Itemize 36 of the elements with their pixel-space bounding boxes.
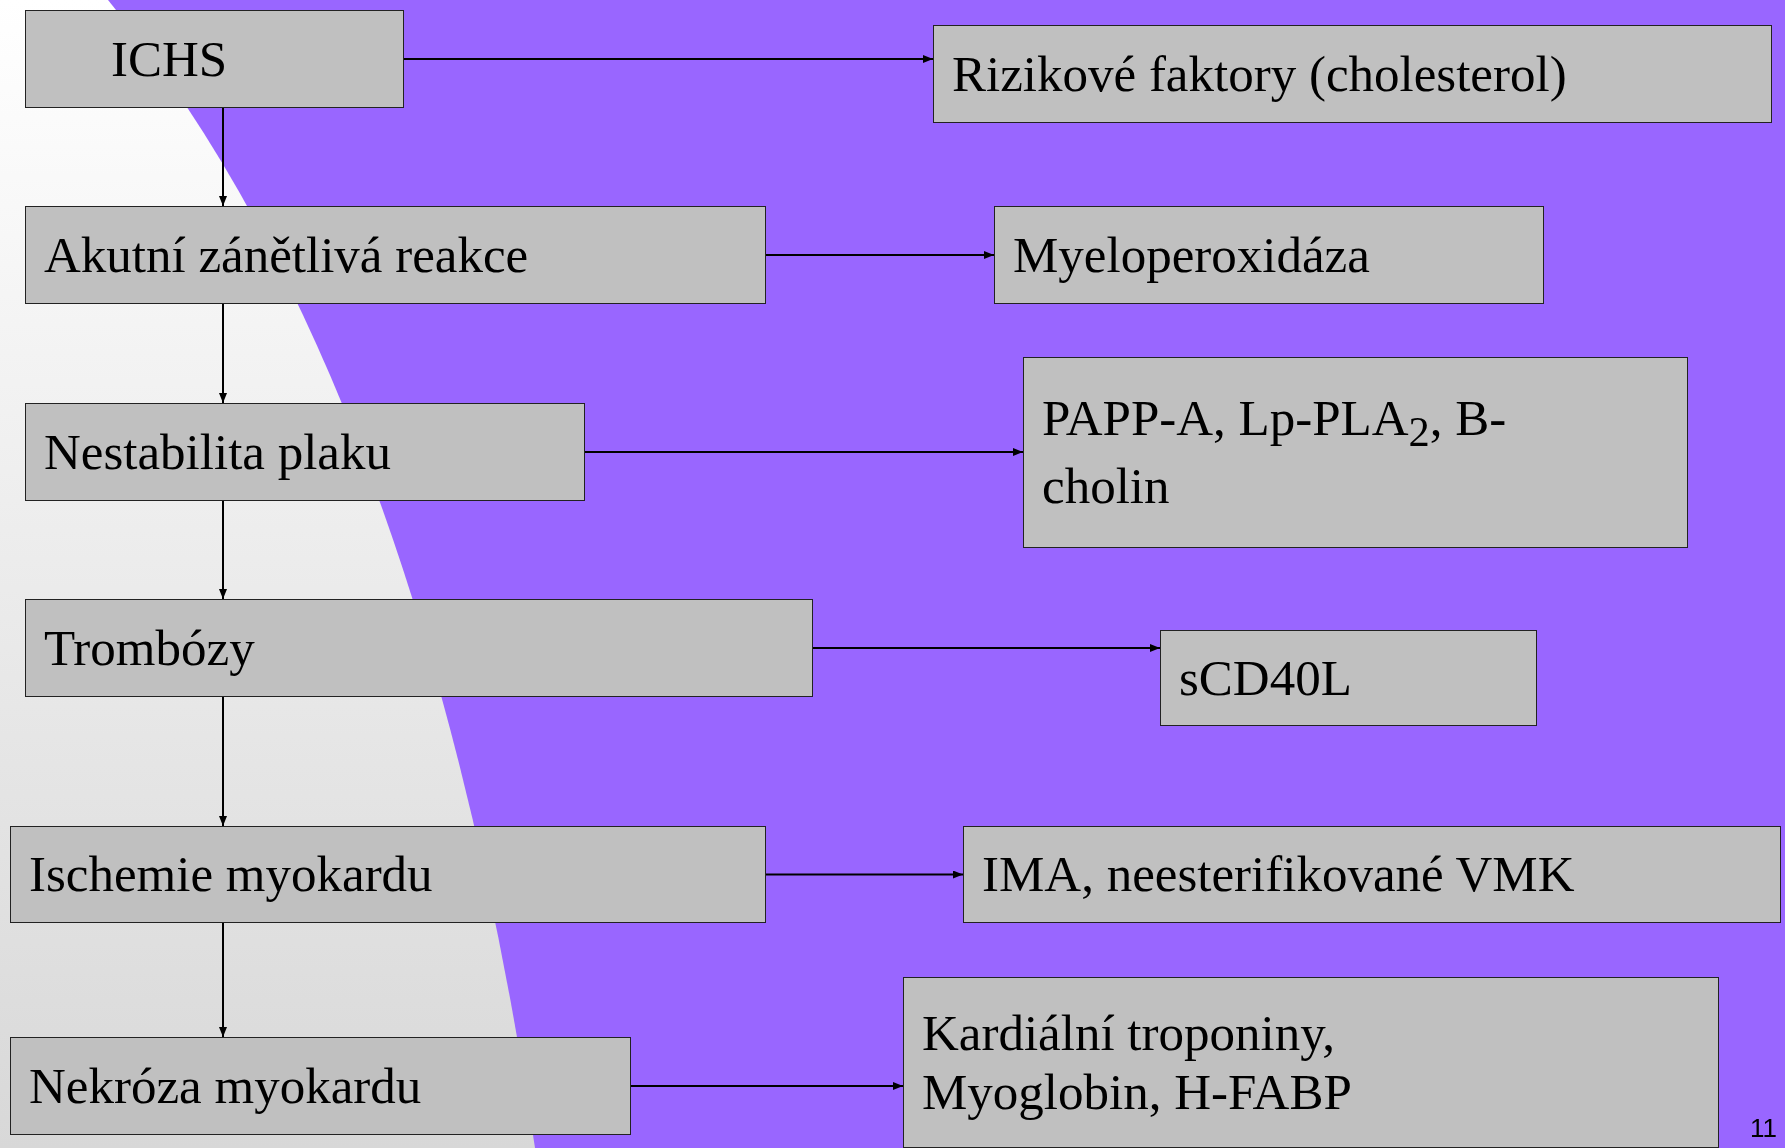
process-box bbox=[10, 1037, 631, 1135]
page-number: 11 bbox=[1750, 1113, 1777, 1144]
arrow bbox=[219, 500, 227, 600]
box-label: Nestabilita plaku bbox=[44, 422, 391, 482]
process-box bbox=[963, 826, 1781, 923]
box-label: Ischemie myokardu bbox=[29, 845, 433, 904]
arrow bbox=[219, 696, 227, 827]
process-box bbox=[933, 25, 1772, 123]
arrow bbox=[812, 644, 1161, 652]
process-box bbox=[25, 206, 766, 304]
box-label: Nekróza myokardu bbox=[29, 1056, 422, 1116]
box-label: Akutní zánětlivá reakce bbox=[44, 225, 529, 285]
box-label: Rizikové faktory (cholesterol) bbox=[952, 44, 1567, 104]
box-label: sCD40L bbox=[1179, 648, 1352, 708]
arrow bbox=[219, 922, 227, 1038]
arrow bbox=[403, 55, 934, 63]
arrow bbox=[584, 448, 1024, 456]
box-label: Myeloperoxidáza bbox=[1013, 225, 1370, 285]
box-label: PAPP-A, Lp-PLA$_{2}$, B-cholin bbox=[1042, 389, 1508, 516]
process-box bbox=[1160, 630, 1537, 726]
arrow bbox=[765, 251, 995, 259]
box-label: ICHS bbox=[111, 29, 228, 89]
process-box bbox=[10, 826, 766, 923]
process-box bbox=[25, 10, 404, 108]
arrow bbox=[219, 107, 227, 207]
arrow bbox=[630, 1082, 904, 1090]
box-label: Kardiální troponiny, Myoglobin, H-FABP bbox=[922, 1003, 1353, 1122]
box-label: Trombózy bbox=[44, 618, 255, 678]
process-box bbox=[903, 977, 1719, 1148]
arrow bbox=[219, 303, 227, 404]
arrow bbox=[765, 870, 964, 879]
box-label: IMA, neesterifikované VMK bbox=[982, 845, 1575, 904]
process-box bbox=[1023, 357, 1688, 548]
process-box bbox=[25, 599, 813, 697]
process-box bbox=[994, 206, 1544, 304]
process-box bbox=[25, 403, 585, 501]
